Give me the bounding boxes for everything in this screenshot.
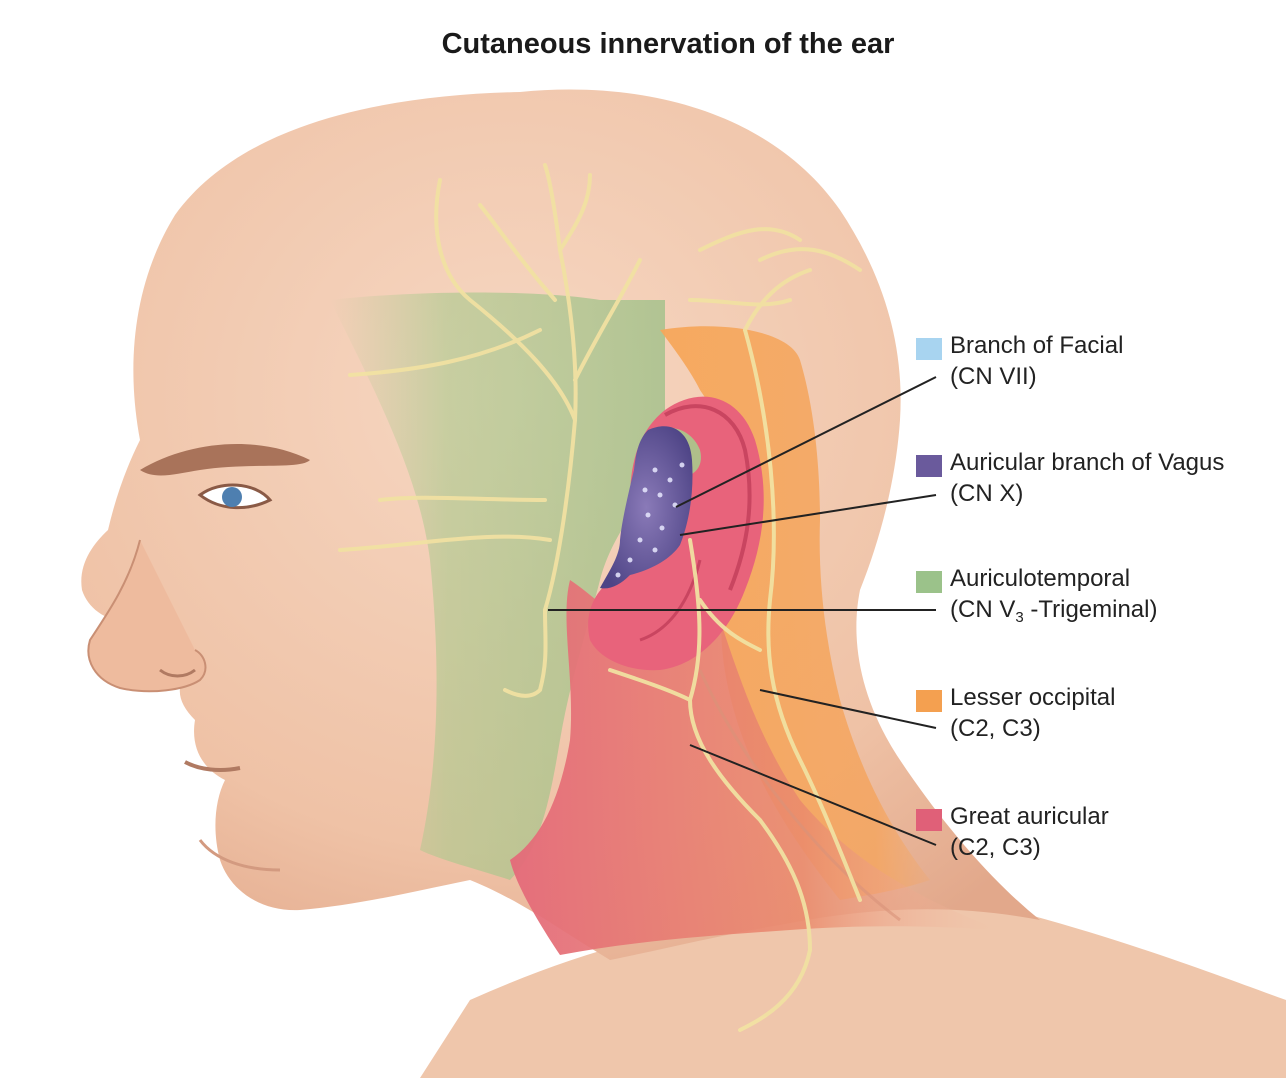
legend-swatch-great-auricular xyxy=(916,809,942,831)
legend-sub-great-auricular: (C2, C3) xyxy=(950,832,1041,863)
legend-sub-auriculotemporal: (CN V3 -Trigeminal) xyxy=(950,594,1157,633)
legend-sub-facial: (CN VII) xyxy=(950,361,1037,392)
legend-swatch-lesser-occipital xyxy=(916,690,942,712)
legend-swatch-vagus xyxy=(916,455,942,477)
legend-sub-vagus: (CN X) xyxy=(950,478,1023,509)
legend-name-great-auricular: Great auricular xyxy=(950,801,1109,832)
legend-sub-post: -Trigeminal) xyxy=(1024,596,1158,623)
legend-swatch-facial xyxy=(916,338,942,360)
legend-sub-lesser-occipital: (C2, C3) xyxy=(950,713,1041,744)
legend-swatch-auriculotemporal xyxy=(916,571,942,593)
legend-sub-index: 3 xyxy=(1015,609,1023,626)
legend-name-auriculotemporal: Auriculotemporal xyxy=(950,563,1130,594)
iris xyxy=(222,487,242,507)
legend-name-lesser-occipital: Lesser occipital xyxy=(950,682,1115,713)
legend-name-vagus: Auricular branch of Vagus xyxy=(950,447,1224,478)
legend-name-facial: Branch of Facial xyxy=(950,330,1123,361)
legend-sub-pre: (CN V xyxy=(950,596,1015,623)
page-title: Cutaneous innervation of the ear xyxy=(0,28,1286,61)
